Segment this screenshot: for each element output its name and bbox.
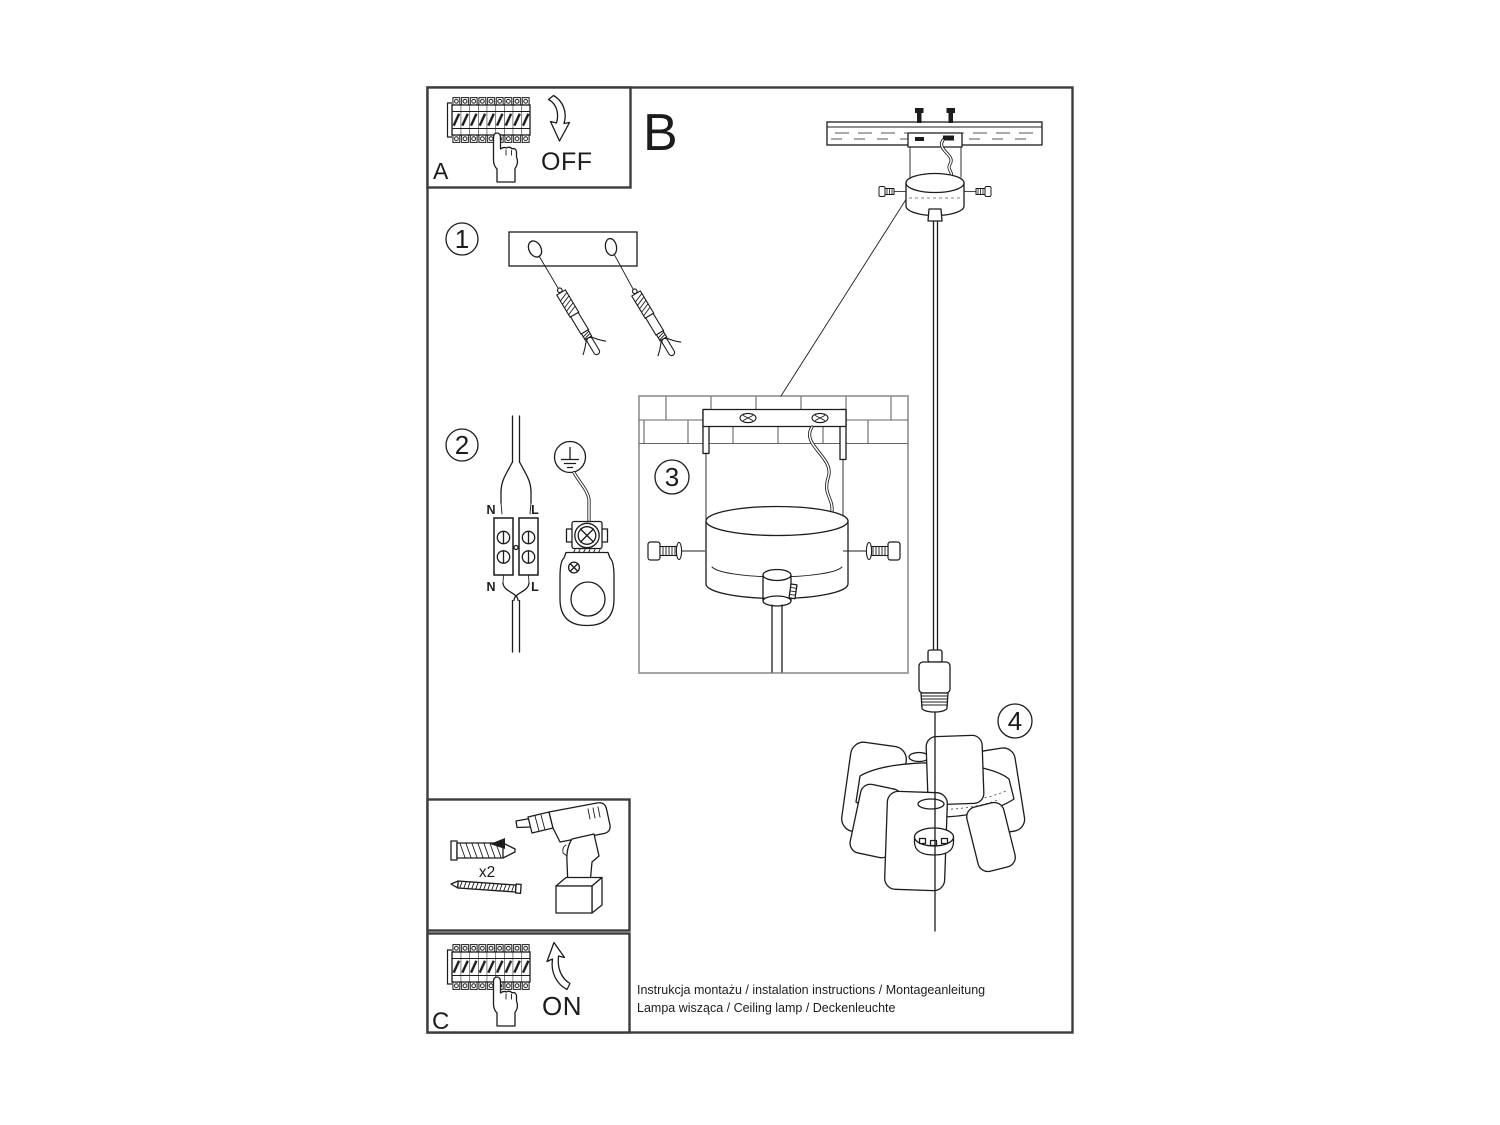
- beam-bolts: [915, 108, 955, 123]
- terminal-label-l-top: L: [531, 503, 539, 517]
- svg-text:2: 2: [455, 430, 469, 460]
- panel-a: A OFF: [426, 86, 632, 189]
- step-4-badge: 4: [997, 703, 1033, 739]
- circuit-breaker-panel-icon: [446, 96, 531, 144]
- cord-grip: [762, 568, 798, 607]
- footer-line-1: Instrukcja montażu / instalation instruc…: [637, 983, 985, 997]
- cord-fitting: [927, 208, 943, 222]
- main-frame: [426, 86, 1074, 1034]
- earth-clamp: [559, 520, 615, 627]
- mains-cable: [500, 415, 532, 515]
- ceiling-bracket: [907, 132, 963, 178]
- tools-box: x2: [426, 798, 631, 932]
- off-arrow-icon: [547, 94, 571, 142]
- shade-petal-front-right: [966, 801, 1016, 873]
- bracket-screw-icon: [811, 412, 829, 424]
- wall-plug-icon: [450, 838, 516, 861]
- shade-cord-hole: [917, 798, 945, 810]
- pendant-cord: [932, 220, 939, 651]
- section-b-drawing: [826, 108, 1043, 651]
- cord-detail: [771, 604, 783, 673]
- canopy: [905, 172, 965, 217]
- mounting-plate: [508, 231, 638, 267]
- panel-c-label: C: [432, 1008, 449, 1035]
- bracket-screw-icon: [739, 412, 757, 424]
- footer-line-2: Lampa wisząca / Ceiling lamp / Deckenleu…: [637, 1001, 896, 1015]
- drill-icon: [515, 802, 611, 914]
- step-2-badge: 2: [445, 428, 479, 462]
- svg-text:4: 4: [1008, 706, 1022, 736]
- plate-hole-right: [604, 237, 618, 257]
- terminal-label-n-top: N: [486, 503, 495, 517]
- terminal-label-n-bottom: N: [486, 580, 495, 594]
- footer: Instrukcja montażu / instalation instruc…: [637, 983, 985, 1015]
- on-arrow-icon: [546, 941, 571, 991]
- anchor-count-label: x2: [479, 864, 495, 881]
- ground-symbol-icon: [553, 440, 587, 474]
- plug-arrow-icon: [490, 838, 505, 849]
- screw-icon: [450, 880, 522, 895]
- circuit-breaker-panel-icon: [446, 943, 531, 991]
- brick-wall: [639, 396, 908, 445]
- terminal-block: [493, 517, 539, 576]
- ring-nut: [913, 827, 955, 856]
- lampshade: [841, 734, 1026, 892]
- svg-text:1: 1: [455, 224, 469, 254]
- step-1: 1: [445, 222, 686, 363]
- svg-text:3: 3: [665, 462, 679, 492]
- step-3-badge: 3: [654, 459, 690, 495]
- lamp-socket: [918, 649, 951, 713]
- section-b-label: B: [643, 104, 678, 162]
- terminal-label-l-bottom: L: [531, 580, 539, 594]
- step-1-badge: 1: [445, 222, 479, 256]
- on-label: ON: [542, 991, 582, 1021]
- panel-a-label: A: [433, 158, 449, 184]
- shade-petal-center: [925, 734, 985, 806]
- off-label: OFF: [541, 148, 593, 176]
- step-2: 2 N L N L: [445, 415, 615, 653]
- panel-c: C ON: [426, 932, 631, 1035]
- detail-leader-line: [780, 178, 920, 397]
- canopy-detail: [705, 505, 849, 673]
- step-3-inset: 3: [638, 395, 909, 674]
